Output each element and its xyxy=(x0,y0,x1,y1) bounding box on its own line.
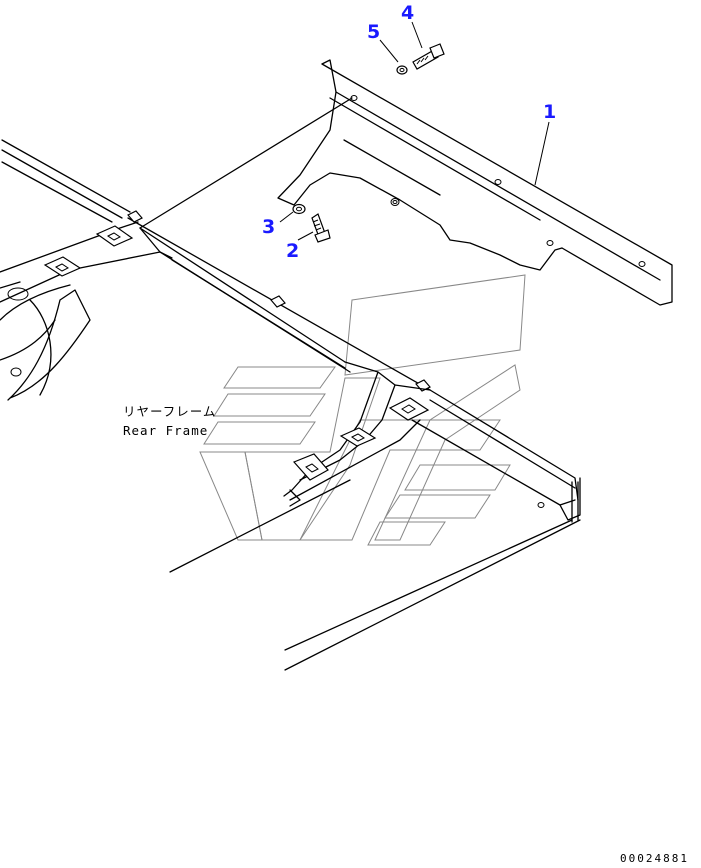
callout-3: 3 xyxy=(262,216,275,238)
callout-1: 1 xyxy=(543,101,556,123)
callout-5: 5 xyxy=(367,21,380,43)
rear-frame-label-en: Rear Frame xyxy=(123,423,208,438)
rear-frame-left xyxy=(0,139,173,401)
cover-plate xyxy=(139,59,673,306)
bolt-4 xyxy=(412,43,445,70)
callout-4: 4 xyxy=(401,2,414,24)
callout-2: 2 xyxy=(286,240,299,262)
bolt-2 xyxy=(311,213,331,243)
watermark-logo xyxy=(199,274,526,546)
cross-member xyxy=(127,210,431,392)
washer-3 xyxy=(292,203,306,215)
rear-frame-right xyxy=(169,361,581,671)
leader-lines xyxy=(279,21,550,241)
drawing-code: 00024881 xyxy=(620,852,689,865)
rear-frame-label-jp: リヤーフレーム xyxy=(123,404,216,419)
washer-5 xyxy=(396,65,408,75)
